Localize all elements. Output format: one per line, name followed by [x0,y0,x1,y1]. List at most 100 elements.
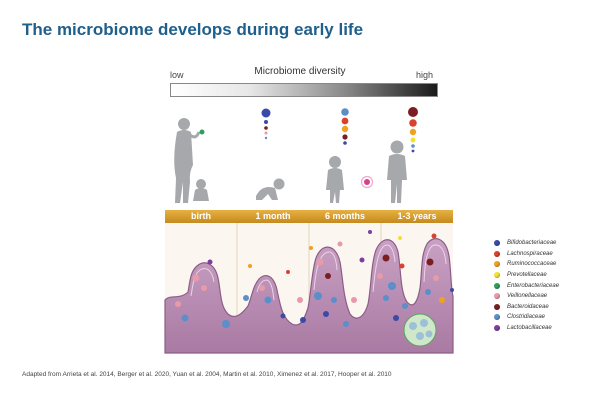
gut-bacteria-dot [383,295,389,301]
legend-label: Bifidobacteriaceae [507,240,557,247]
legend-dot [494,314,500,321]
gut-bacteria-dot [343,321,349,327]
gut-bacteria-dot [359,257,365,263]
legend-item: Bifidobacteriaceae [494,238,559,249]
gut-bacteria-dot [331,297,337,303]
gut-bacteria-dot [264,296,272,304]
gut-bacteria-dot [426,258,434,266]
bacteria-cluster-dot [342,134,348,140]
gut-bacteria-dot [316,258,324,266]
gut-bacteria-dot [300,317,306,323]
gut-bacteria-dot [450,288,454,292]
legend-dot [494,261,500,268]
age-timeline: birth 1 month 6 months 1-3 years [165,210,453,223]
bacteria-cluster-dot [261,108,271,118]
legend-dot [494,272,500,279]
gut-bacteria-dot [439,297,445,303]
gut-bacteria-dot [382,254,390,262]
legend-dot [494,293,500,300]
timeline-1-month: 1 month [255,211,291,221]
bacteria-cluster-dot [411,144,415,148]
gut-bacteria-dot [351,297,357,303]
gut-bacteria-dot [192,274,200,282]
intestinal-villi-tissue [164,238,454,354]
toddler-figure [326,156,344,203]
legend-label: Lachnospiraceae [507,250,553,257]
gut-bacteria-dot [248,264,252,268]
gut-bacteria-dot [297,297,303,303]
bacteria-cluster-dot [411,149,415,153]
enterobacteriaceae-marker [199,129,205,135]
enterocyte-cluster [403,313,437,347]
gut-bacteria-dot [175,301,181,307]
gut-bacteria-dot [325,273,331,279]
legend-dot [494,282,500,289]
gut-bacteria-dot [201,285,207,291]
bacteria-cluster-dot [264,120,268,124]
bacteria-cluster-dot [341,108,349,116]
bacteria-cluster-dot [409,128,417,136]
gut-bacteria-dot [393,315,399,321]
gut-bacteria-dot [399,263,405,269]
gut-bacteria-dot [314,292,322,300]
diversity-scale-label: Microbiome diversity [254,66,346,77]
bacteria-cluster-dot [341,125,349,133]
gut-bacteria-dot [259,285,265,291]
legend-item: Lactobacillaceae [494,323,559,334]
bacteria-cluster-dot [264,131,268,135]
gut-bacteria-dot [377,273,383,279]
bacteria-cluster-dot [264,126,268,130]
gut-bacteria-dot [280,313,286,319]
legend-dot [494,325,500,332]
mother-figure [174,118,201,203]
bacteria-cluster-dot [410,137,416,143]
timeline-6-months: 6 months [324,211,365,221]
citation-footer: Adapted from Arrieta et al. 2014, Berger… [22,371,392,378]
legend-label: Veillonellaceae [507,293,548,300]
gut-bacteria-dot [286,270,290,274]
newborn-figure [193,179,209,201]
legend-item: Clostridiaceae [494,312,559,323]
gut-bacteria-dot [337,241,343,247]
child-figure [387,140,407,203]
legend-label: Bacteroidaceae [507,303,549,310]
diversity-high-label: high [416,70,434,80]
gut-bacteria-dot [398,236,402,240]
gut-bacteria-dot [368,230,372,234]
pathogen-marker [364,179,370,185]
legend-item: Prevotellaceae [494,270,559,281]
bacteria-cluster-dot [409,119,417,127]
legend-item: Veillonellaceae [494,291,559,302]
crawling-baby-figure [256,178,285,200]
bacteria-legend: Bifidobacteriaceae Lachnospiraceae Rumin… [494,238,559,333]
bacteria-cluster-dot [343,141,347,145]
bacteria-cluster-dot [341,117,349,125]
legend-dot [494,250,500,257]
gut-bacteria-dot [323,311,329,317]
timeline-1-3-years: 1-3 years [397,211,437,221]
gut-bacteria-dot [309,246,313,250]
slide-title: The microbiome develops during early lif… [22,20,364,39]
legend-dot [494,303,500,310]
gut-bacteria-dot [425,289,431,295]
legend-item: Ruminococcaceae [494,259,559,270]
legend-label: Prevotellaceae [507,272,547,279]
gut-bacteria-dot [431,233,437,239]
legend-label: Lactobacillaceae [507,325,552,332]
gut-bacteria-dot [222,320,230,328]
legend-item: Bacteroidaceae [494,302,559,313]
diversity-low-label: low [170,70,184,80]
legend-item: Lachnospiraceae [494,249,559,260]
gut-bacteria-dot [181,314,189,322]
timeline-birth: birth [191,211,211,221]
legend-dot [494,240,500,247]
gut-bacteria-dot [433,275,439,281]
gut-bacteria-dot [207,259,213,265]
legend-item: Enterobacteriaceae [494,280,559,291]
gut-bacteria-dot [402,303,408,309]
legend-label: Ruminococcaceae [507,261,557,268]
gut-bacteria-dot [243,295,249,301]
bacteria-cluster-dot [408,107,418,117]
legend-label: Clostridiaceae [507,314,546,321]
